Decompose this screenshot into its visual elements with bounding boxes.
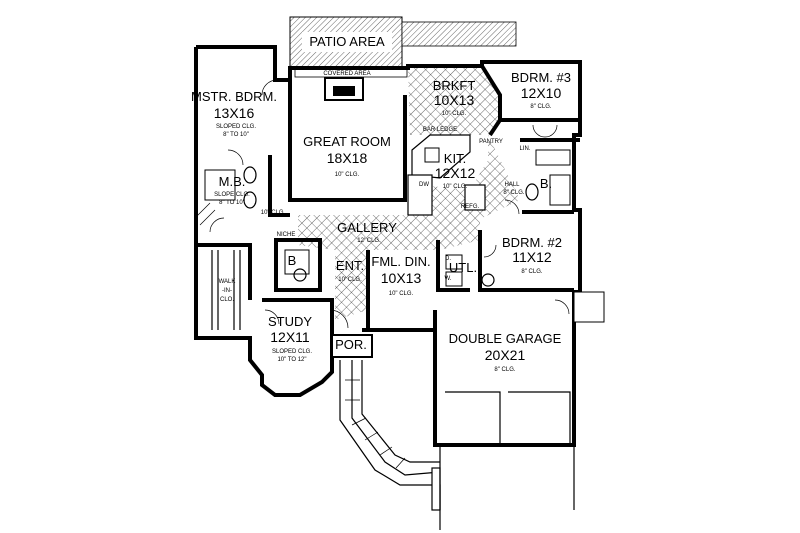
covered-area (294, 66, 408, 101)
utl-name: UTL. (449, 260, 477, 275)
dw-label: DW (419, 182, 429, 188)
kit-name: KIT. (444, 151, 466, 166)
study-name: STUDY (268, 314, 312, 329)
mb-clg1: SLOPE CLG. (214, 192, 250, 198)
bdrm2-name: BDRM. #2 (502, 235, 562, 250)
walk-label: WALK (219, 279, 236, 285)
great-dim: 18X18 (327, 150, 368, 166)
ent-name: ENT. (336, 258, 364, 273)
kit-clg: 10" CLG. (443, 184, 468, 190)
bdrm3-dim: 12X10 (521, 85, 562, 101)
walls (194, 45, 582, 447)
great-clg: 10" CLG. (335, 172, 360, 178)
clg-10-label: 10" CLG. (261, 210, 286, 216)
covered-area-label: COVERED AREA (323, 71, 370, 77)
study-dim: 12X11 (270, 329, 310, 345)
bdrm2-dim: 11X12 (512, 249, 552, 265)
kit-dim: 12X12 (435, 165, 476, 181)
driveway (439, 291, 605, 530)
fixtures (194, 149, 571, 330)
in-label: -IN- (222, 288, 232, 294)
garage-name: DOUBLE GARAGE (449, 331, 562, 346)
bdrm3-name: BDRM. #3 (511, 70, 571, 85)
master-name: MSTR. BDRM. (191, 89, 277, 104)
master-clg1: SLOPED CLG. (216, 124, 256, 130)
niche-label: NICHE (277, 232, 296, 238)
porch-walkway (331, 334, 441, 511)
fml-clg: 10" CLG. (389, 291, 414, 297)
hall-clg: 8" CLG. (503, 190, 524, 196)
patio-area (289, 16, 517, 68)
mb-name: M.B. (219, 174, 246, 189)
master-clg2: 8" TO 10" (223, 132, 249, 138)
bdrm2-clg: 8" CLG. (521, 269, 542, 275)
patio-label: PATIO AREA (309, 34, 385, 49)
study-clg2: 10" TO 12" (277, 357, 306, 363)
great-name: GREAT ROOM (303, 134, 391, 149)
brkft-dim: 10X13 (434, 92, 475, 108)
bath-b-label: B. (540, 176, 552, 191)
brkft-name: BRKFT (433, 78, 476, 93)
refg-label: REFG. (461, 204, 480, 210)
dryer-label: D. (445, 256, 451, 262)
kitchen-island (407, 134, 486, 216)
fml-dim: 10X13 (381, 270, 422, 286)
tiled-floors (298, 66, 520, 320)
pantry-label: PANTRY (479, 139, 503, 145)
gallery-name: GALLERY (337, 220, 397, 235)
master-dim: 13X16 (214, 105, 255, 121)
por-name: POR. (335, 337, 367, 352)
bdrm3-clg: 8" CLG. (530, 104, 551, 110)
ent-clg: 10' CLG. (338, 277, 362, 283)
brkft-clg: 10" CLG. (442, 111, 467, 117)
hall-name: HALL (504, 182, 520, 188)
washer-label: W. (445, 276, 452, 282)
clo-label: CLO. (220, 297, 234, 303)
gallery-clg: 12' CLG. (357, 238, 381, 244)
mb-clg2: 8" TO 10" (219, 200, 245, 206)
garage-clg: 8" CLG. (494, 367, 515, 373)
lin-label: LIN. (519, 146, 530, 152)
study-clg1: SLOPED CLG. (272, 349, 312, 355)
half-bath-label: B (288, 253, 297, 268)
bar-ledge-label: BAR LEDGE (423, 127, 457, 133)
fml-name: FML. DIN. (371, 254, 430, 269)
doors (209, 79, 570, 329)
garage-dim: 20X21 (485, 347, 526, 363)
